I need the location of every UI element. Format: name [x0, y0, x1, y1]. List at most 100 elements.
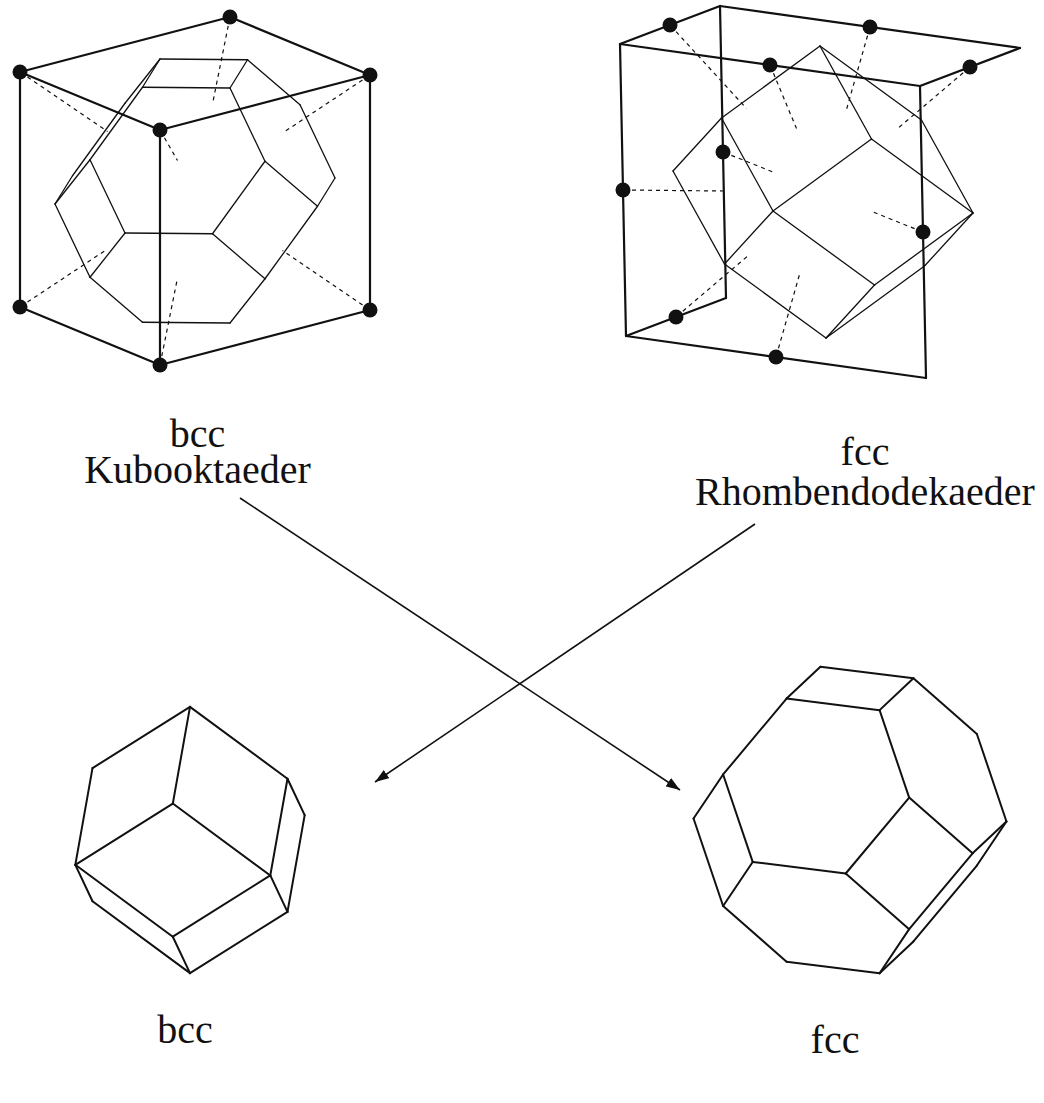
polyhedron-edge: [913, 866, 976, 942]
polyhedron-edge: [673, 118, 722, 171]
polyhedron-edge: [173, 875, 270, 936]
polyhedron-edge: [160, 58, 248, 60]
neighbour-line: [164, 138, 177, 161]
polyhedron-edge: [143, 322, 231, 324]
polyhedron-edge: [722, 46, 821, 118]
polyhedron-edge: [925, 213, 974, 266]
cube-edge: [720, 6, 1020, 48]
lattice-atom: [13, 300, 28, 315]
lattice-atom: [916, 225, 931, 240]
polyhedron-edge: [787, 667, 821, 699]
neighbour-line: [162, 278, 178, 356]
lattice-atom: [153, 358, 168, 373]
neighbour-line: [778, 275, 799, 349]
polyhedron-edge: [977, 821, 1007, 865]
polyhedron-edge: [922, 120, 974, 213]
polyhedron-edge: [75, 865, 92, 901]
connector-arrow: [375, 524, 755, 782]
neighbour-line: [283, 80, 363, 133]
cube-edge: [620, 6, 720, 44]
polyhedron-edge: [90, 160, 125, 233]
neighbour-line: [632, 189, 723, 191]
polyhedron-edge: [820, 667, 913, 679]
polyhedron-edge: [270, 875, 287, 911]
cube-edge: [20, 72, 160, 130]
cube-edge: [230, 17, 370, 75]
neighbour-line: [847, 36, 868, 110]
polyhedron-edge: [265, 161, 318, 206]
polyhedron-edge: [90, 277, 143, 322]
cube-edge: [19, 72, 21, 307]
fcc-cell-figure: [616, 6, 1021, 378]
cube-edge: [626, 336, 926, 378]
neighbour-line: [773, 73, 796, 128]
lattice-atom: [763, 58, 778, 73]
lattice-atom: [716, 145, 731, 160]
polyhedron-edge: [190, 707, 287, 779]
polyhedron-edge: [287, 815, 304, 912]
polyhedron-edge: [173, 804, 270, 876]
connector-arrow: [240, 498, 680, 790]
polyhedron-edge: [723, 862, 753, 906]
polyhedron-edge: [287, 779, 304, 815]
polyhedron-edge: [773, 211, 875, 285]
cube-edge: [160, 310, 370, 365]
neighbour-line: [731, 155, 773, 172]
polyhedron-edge: [90, 233, 125, 277]
polyhedron-edge: [723, 774, 753, 861]
polyhedron-edge: [90, 87, 143, 160]
polyhedron-edge: [93, 901, 190, 973]
polyhedron-edge: [909, 853, 972, 929]
neighbour-line: [213, 26, 229, 104]
figure-node: fccRhombendodekaeder: [690, 0, 1040, 524]
figure-node: fcc: [680, 650, 990, 1060]
polyhedron-edge: [723, 699, 786, 775]
polyhedron-edge: [55, 204, 90, 277]
lattice-atom: [363, 303, 378, 318]
neighbour-line: [283, 251, 363, 305]
lattice-atom: [863, 20, 878, 35]
polyhedron-edge: [880, 941, 914, 973]
polyhedron-edge: [265, 206, 318, 279]
polyhedron-edge: [725, 211, 774, 264]
polyhedron-edge: [826, 266, 925, 338]
polyhedron-edge: [248, 60, 301, 105]
figure-label: fcc: [841, 432, 890, 472]
neighbour-line: [28, 249, 108, 302]
polyhedron-edge: [846, 874, 909, 930]
cube-edge: [920, 48, 1020, 86]
polyhedron-edge: [820, 46, 872, 139]
cube-edge: [20, 17, 230, 72]
polyhedron-edge: [694, 774, 724, 818]
polyhedron-edge: [977, 734, 1007, 821]
lattice-atom: [663, 18, 678, 33]
polyhedron-edge: [723, 906, 786, 962]
polyhedron-edge: [270, 779, 287, 876]
polyhedron-edge: [125, 59, 160, 103]
polyhedron-edge: [143, 87, 231, 89]
neighbour-line: [683, 255, 750, 312]
figure-label: bcc: [170, 416, 226, 452]
polyhedron-edge: [880, 678, 914, 710]
polyhedron-edge: [826, 285, 875, 338]
polyhedron-edge: [820, 46, 922, 120]
cube-edge: [369, 75, 371, 310]
polyhedron-edge: [846, 798, 909, 874]
polyhedron-edge: [125, 232, 213, 234]
lattice-atom: [13, 65, 28, 80]
cube-edge: [620, 44, 920, 86]
lattice-atom: [963, 60, 978, 75]
polyhedron-edge: [173, 707, 190, 804]
figure-label: Kubooktaeder: [84, 452, 311, 488]
polyhedron-edge: [913, 678, 976, 734]
neighbour-line: [676, 32, 746, 109]
polyhedron-edge: [753, 862, 846, 874]
truncated-octahedron: [694, 667, 1007, 974]
polyhedron-edge: [93, 707, 190, 768]
polyhedron-edge: [673, 171, 725, 264]
polyhedron-edge: [300, 105, 335, 178]
lattice-atom: [669, 310, 684, 325]
